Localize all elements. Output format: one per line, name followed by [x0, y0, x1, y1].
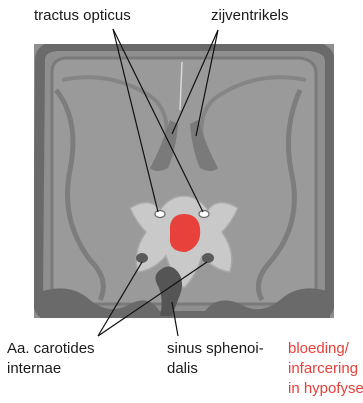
- label-bloeding-line3: in hypofyse: [288, 379, 363, 399]
- left-carotid-artery: [136, 253, 148, 263]
- label-sinus-line2: dalis: [167, 359, 264, 379]
- label-carotides-line2: internae: [7, 359, 95, 379]
- right-carotid-artery: [202, 253, 214, 263]
- label-sinus-sphenoidalis: sinus sphenoi- dalis: [167, 339, 264, 379]
- label-bloeding-line2: infarcering: [288, 359, 363, 379]
- label-zijventrikels: zijventrikels: [211, 6, 289, 26]
- label-bloeding-line1: bloeding/: [288, 339, 363, 359]
- label-bloeding: bloeding/ infarcering in hypofyse: [288, 339, 363, 399]
- label-carotides-line1: Aa. carotides: [7, 339, 95, 359]
- left-optic-tract: [155, 211, 165, 218]
- right-optic-tract: [199, 211, 209, 218]
- label-sinus-line1: sinus sphenoi-: [167, 339, 264, 359]
- label-tractus-opticus: tractus opticus: [34, 6, 131, 26]
- label-carotides: Aa. carotides internae: [7, 339, 95, 379]
